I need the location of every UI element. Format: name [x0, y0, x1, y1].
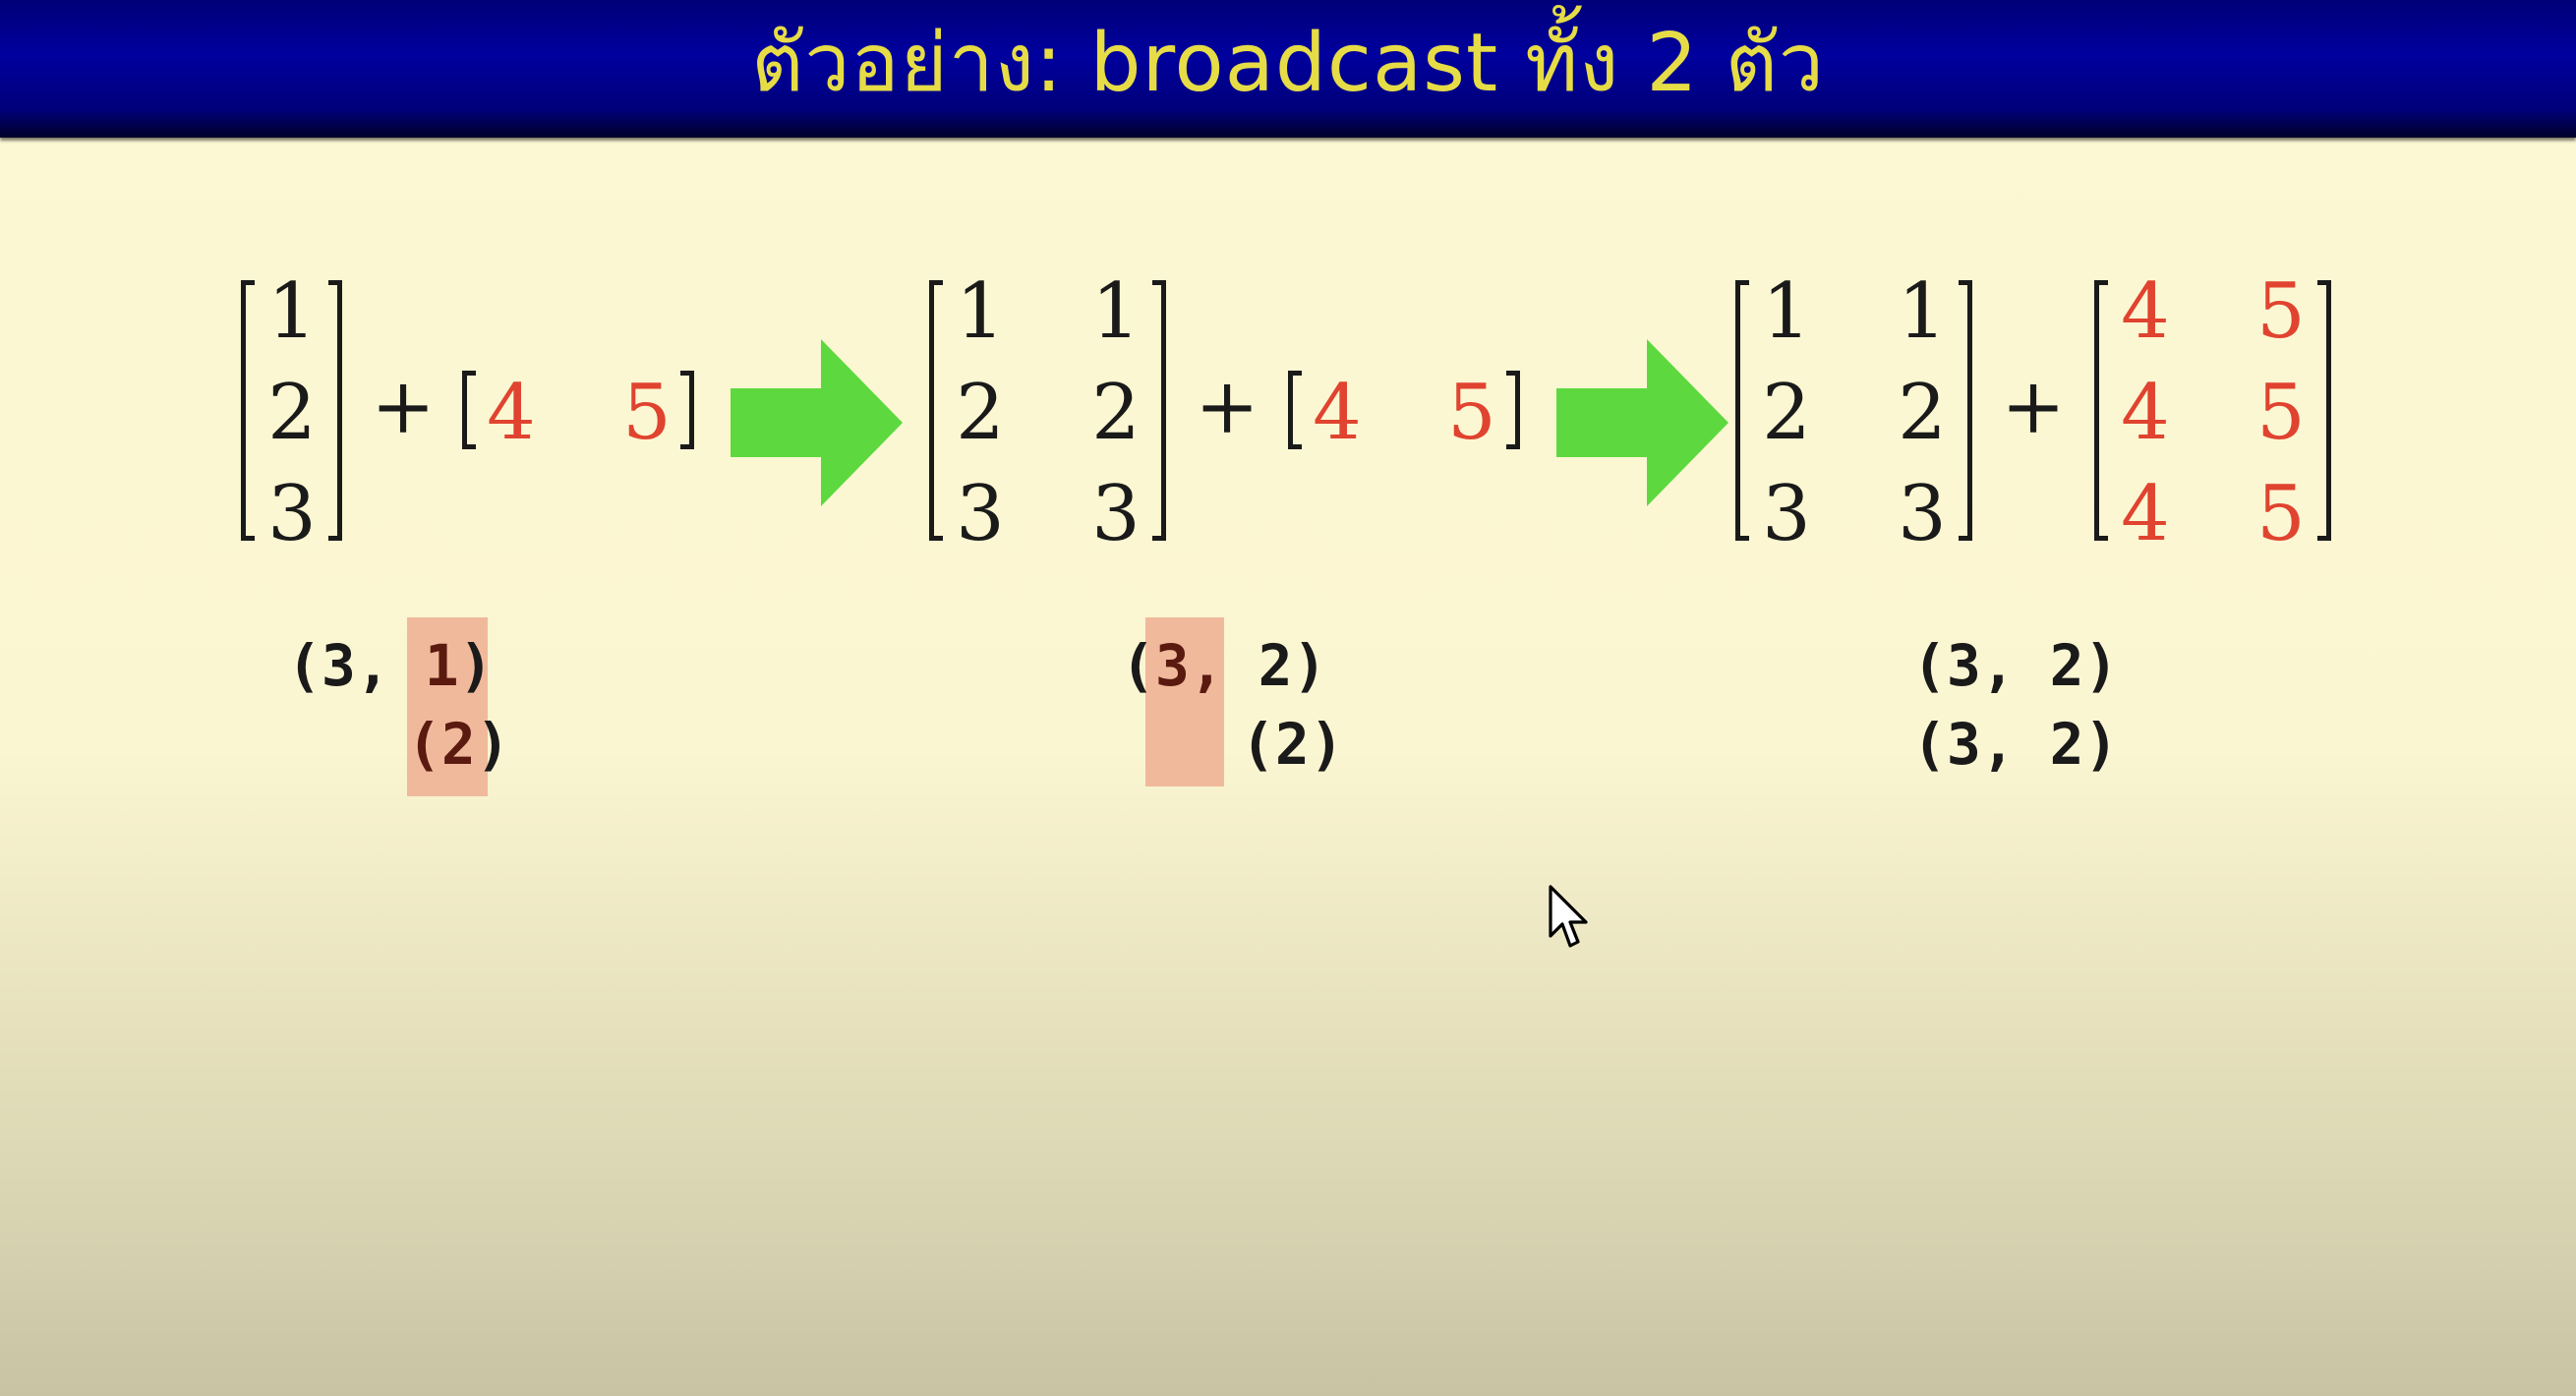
shape-text: )	[475, 711, 510, 778]
step1-row-bracket-open	[462, 371, 476, 449]
matrix-cell: 5	[2256, 470, 2306, 558]
step2-row-bracket-close	[1506, 371, 1520, 449]
step3-left-bracket-close	[1959, 280, 1972, 541]
shape-highlighted-dim: 2	[440, 711, 476, 778]
matrix-cell: 2	[1898, 369, 1947, 457]
matrix-cell: 3	[956, 470, 1005, 558]
matrix-cell: 4	[2121, 369, 2170, 457]
plus-operator: +	[2001, 363, 2066, 451]
matrix-cell: 3	[267, 470, 317, 558]
title-bar: ตัวอย่าง: broadcast ทั้ง 2 ตัว	[0, 0, 2576, 138]
green-right-arrow-icon	[731, 339, 903, 506]
row-cell: 5	[622, 369, 672, 457]
row-cell: 4	[487, 369, 536, 457]
matrix-cell: 1	[267, 267, 317, 356]
matrix-cell: 5	[2256, 369, 2306, 457]
step3-right-bracket-close	[2317, 280, 2331, 541]
matrix-cell: 2	[956, 369, 1005, 457]
shape-text: 2)	[1223, 632, 1327, 699]
step3-shape-a: (3, 2)	[1912, 632, 2119, 699]
matrix-cell: 2	[1762, 369, 1811, 457]
matrix-cell: 1	[1762, 267, 1811, 356]
step2-shape-b: (2)	[1241, 711, 1344, 778]
step2-left-bracket-close	[1152, 280, 1166, 541]
step3-left-bracket-open	[1735, 280, 1749, 541]
step1-highlight	[407, 617, 488, 796]
shape-highlighted-dim: 1	[424, 632, 459, 699]
step2-highlight	[1145, 617, 1224, 786]
shape-text: (	[407, 711, 441, 778]
step2-left-bracket-open	[929, 280, 943, 541]
plus-operator: +	[1195, 363, 1259, 451]
step3-right-bracket-open	[2094, 280, 2108, 541]
slide-title: ตัวอย่าง: broadcast ทั้ง 2 ตัว	[751, 17, 1825, 110]
step3-shape-b: (3, 2)	[1912, 711, 2119, 778]
row-cell: 5	[1447, 369, 1496, 457]
shape-text: )	[458, 632, 494, 699]
step1-shape-b: (2)	[407, 716, 510, 773]
matrix-cell: 1	[956, 267, 1005, 356]
step2-row-bracket-open	[1288, 371, 1302, 449]
step1-shape-a: (3, 1)	[287, 637, 494, 694]
matrix-cell: 4	[2121, 470, 2170, 558]
matrix-cell: 3	[1898, 470, 1947, 558]
matrix-cell: 5	[2256, 267, 2306, 356]
step1-left-bracket-close	[328, 280, 342, 541]
matrix-cell: 4	[2121, 267, 2170, 356]
plus-operator: +	[371, 363, 436, 451]
matrix-cell: 2	[267, 369, 317, 457]
step1-row-bracket-close	[680, 371, 694, 449]
shape-text: (	[1121, 632, 1155, 699]
green-right-arrow-icon	[1556, 339, 1728, 506]
step2-shape-a: (3, 2)	[1121, 637, 1327, 694]
shape-highlighted-dim: 3,	[1154, 632, 1224, 699]
shape-text: (3,	[287, 632, 425, 699]
row-cell: 4	[1313, 369, 1362, 457]
matrix-cell: 1	[1091, 267, 1141, 356]
matrix-cell: 1	[1898, 267, 1947, 356]
matrix-cell: 3	[1091, 470, 1141, 558]
matrix-cell: 2	[1091, 369, 1141, 457]
matrix-cell: 3	[1762, 470, 1811, 558]
mouse-pointer-icon	[1549, 885, 1588, 948]
step1-left-bracket-open	[241, 280, 255, 541]
